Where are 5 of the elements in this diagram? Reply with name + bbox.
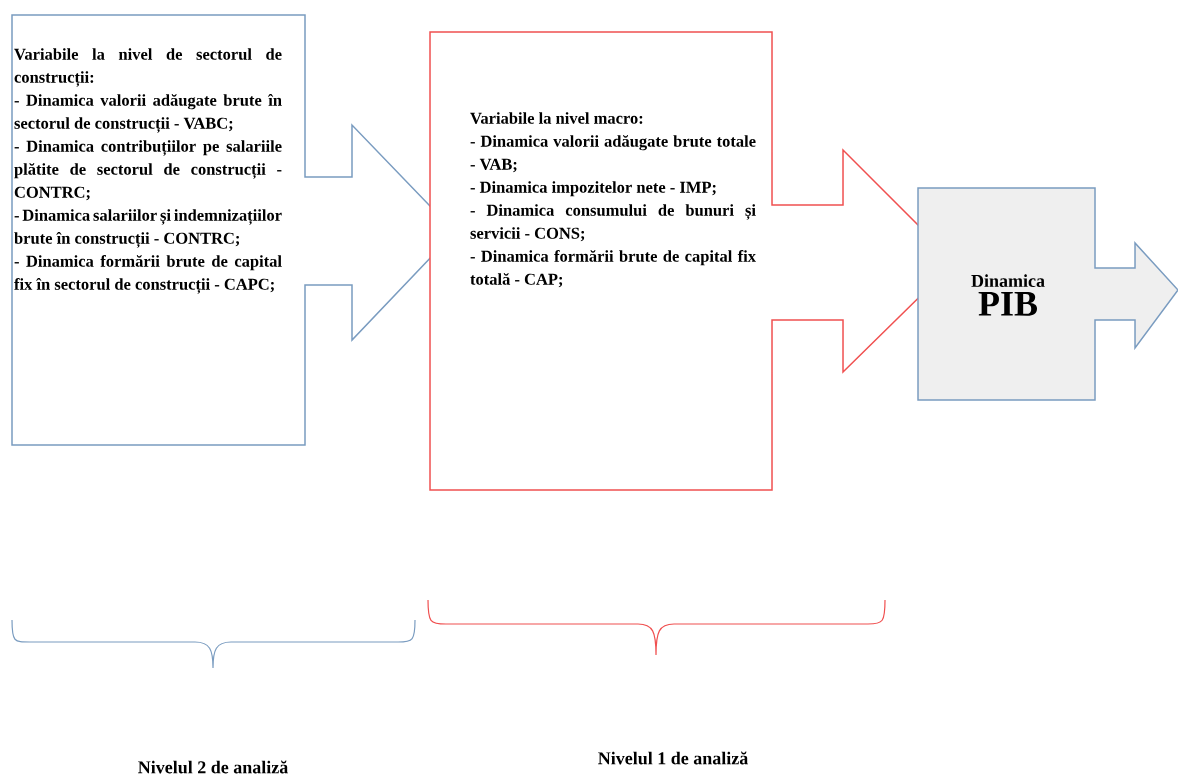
- level-label: Nivelul 2 de analiză: [138, 760, 288, 774]
- arrow-callout: Variabile la nivel macro: - Dinamica valorii adăugate brute totale - VAB; - Dinamica impozitelor nete - IMP; - Dinamica consumului de bunuri și servicii - CONS; - Dinamica formării brute de capital fix totală - CAP;: [429, 31, 957, 491]
- arrow-callout: Dinamica PIB: [917, 187, 1178, 401]
- arrow-callout: Variabile la nivel de sectorul de construcții: - Dinamica valorii adăugate brute în sectorul de construcții - VABC; - Dinamica contribuțiilor pe salariile plătite de sectorul de construcții - CONTRC; - Dinamica salariilor și indemnizațiilor brute în construcții - CONTRC; - Dinamica formării brute de capital fix în sectorul de construcții - CAPC;: [11, 14, 457, 446]
- level-label: Nivelul 1 de analiză: [598, 751, 748, 765]
